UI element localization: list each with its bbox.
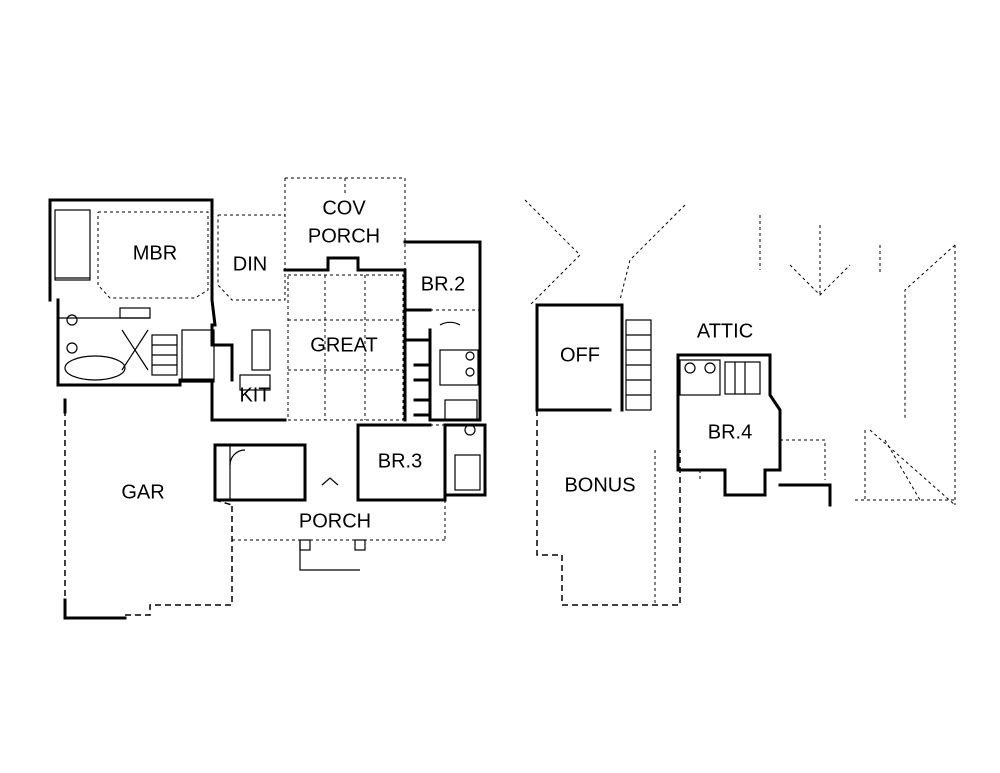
kit-label: KIT (239, 384, 270, 406)
garage (63, 398, 233, 620)
kitchen (232, 329, 285, 421)
attic-label: ATTIC (697, 320, 753, 342)
front-porch (232, 500, 446, 571)
upper-floor-plan (524, 199, 956, 606)
gar-label: GAR (121, 481, 164, 503)
hall-bath (403, 308, 482, 422)
covered-porch (283, 177, 407, 272)
room-labels: MBR DIN COV PORCH GREAT BR.2 KIT BR.3 GA… (121, 197, 753, 532)
din-label: DIN (233, 253, 267, 275)
main-floor-plan (48, 177, 487, 620)
br3-label: BR.3 (378, 450, 422, 472)
br4-label: BR.4 (708, 421, 752, 443)
master-bath (56, 298, 287, 422)
off-label: OFF (560, 344, 600, 366)
mbr-label: MBR (133, 242, 177, 264)
master-bedroom-walls (48, 198, 217, 327)
bonus-room (536, 410, 681, 606)
laundry-room (213, 443, 339, 502)
porch-label: PORCH (299, 510, 371, 532)
bedroom-2 (403, 240, 482, 326)
bedroom-4 (676, 353, 782, 497)
bedroom-3 (356, 423, 487, 502)
bonus-label: BONUS (564, 474, 635, 496)
roof-lines (524, 199, 956, 506)
attic-lines (699, 439, 955, 507)
great-room (287, 268, 407, 422)
br2-label: BR.2 (421, 273, 465, 295)
cov-porch-label-line1: COV (322, 197, 366, 219)
great-label: GREAT (310, 334, 377, 356)
cov-porch-label-line2: PORCH (308, 225, 380, 247)
